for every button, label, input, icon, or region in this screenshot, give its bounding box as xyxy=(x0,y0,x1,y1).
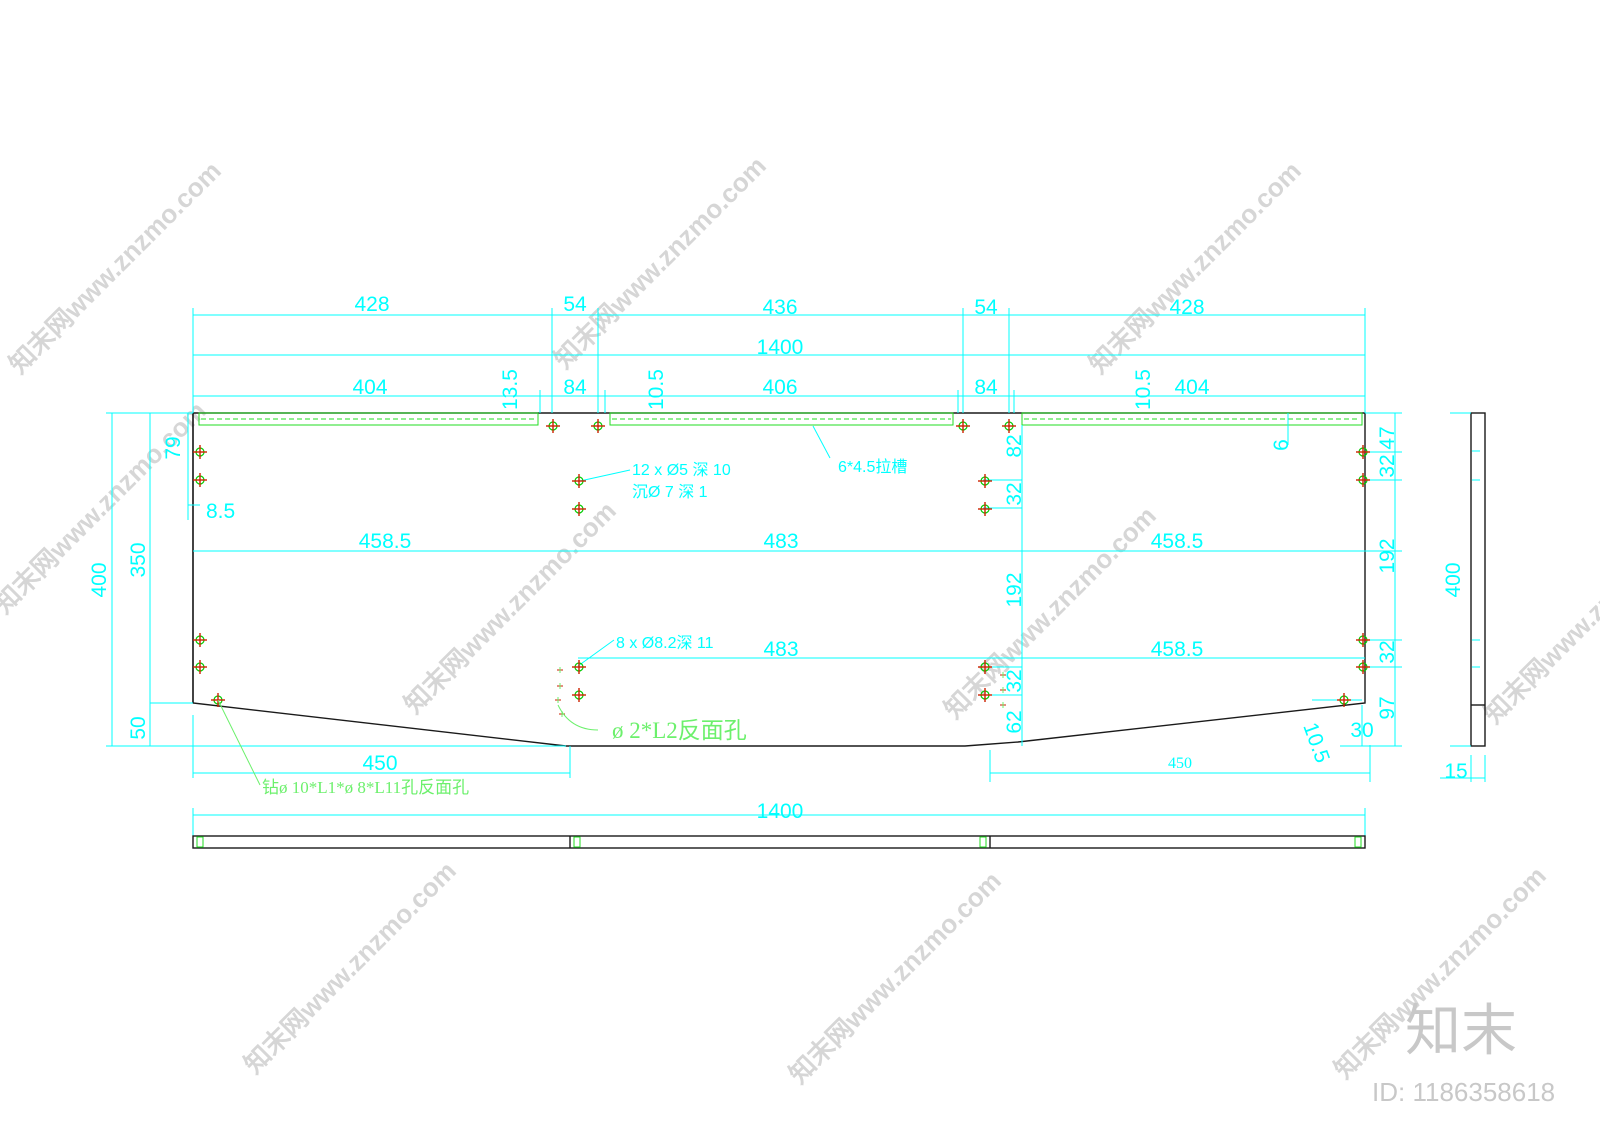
dim-right-192: 192 xyxy=(1376,538,1399,573)
watermark-layer: 知末网www.znzmo.com 知末网www.znzmo.com 知末网www… xyxy=(0,150,1600,1089)
side-view-thickness: 15 xyxy=(1444,760,1467,783)
small-back-hole xyxy=(557,683,563,689)
drill-hole xyxy=(1002,419,1016,433)
drill-hole xyxy=(193,445,207,459)
dim-10-5-bottom: 10.5 xyxy=(1298,720,1334,766)
small-back-hole xyxy=(1000,702,1006,708)
drill-hole xyxy=(1356,660,1370,674)
panel-outline xyxy=(192,412,1366,747)
dim-top-404-right: 404 xyxy=(1174,376,1209,399)
dim-483-upper: 483 xyxy=(763,530,798,553)
dim-right-47: 47 xyxy=(1376,426,1399,449)
drill-hole xyxy=(193,660,207,674)
dim-32-mid-upper: 32 xyxy=(1003,482,1026,505)
dimension-text: 428 54 436 54 428 1400 404 84 406 84 404… xyxy=(88,293,1468,823)
drill-hole xyxy=(1356,445,1370,459)
drill-hole xyxy=(956,419,970,433)
drill-hole xyxy=(1356,633,1370,647)
dimension-lines xyxy=(106,308,1402,782)
dim-top-428-right: 428 xyxy=(1169,296,1204,319)
watermark-8: 知末网www.znzmo.com xyxy=(238,855,462,1079)
slot-grooves xyxy=(198,412,1363,426)
small-back-hole xyxy=(1000,672,1006,678)
watermark-7: 知末网www.znzmo.com xyxy=(1478,505,1600,729)
brand-mark: 知末 ID: 1186358618 xyxy=(1372,999,1555,1107)
dim-bottom-1400: 1400 xyxy=(757,800,804,823)
dim-right-97: 97 xyxy=(1376,696,1399,719)
dim-483-lower: 483 xyxy=(763,638,798,661)
drill-hole xyxy=(572,502,586,516)
brand-id: ID: 1186358618 xyxy=(1372,1077,1555,1107)
small-back-hole xyxy=(557,667,563,673)
dim-458-5-left: 458.5 xyxy=(359,530,412,553)
dim-top-404-left: 404 xyxy=(352,376,387,399)
small-back-hole xyxy=(555,697,561,703)
note-holes-12: 12 x Ø5 深 10 xyxy=(632,461,731,479)
small-back-hole xyxy=(1000,687,1006,693)
dim-10-5-right: 10.5 xyxy=(1132,369,1155,410)
dim-top-84-left: 84 xyxy=(563,376,587,399)
dim-30: 30 xyxy=(1350,719,1373,742)
dim-32-mid-lower: 32 xyxy=(1003,669,1026,692)
note-holes-8: 8 x Ø8.2深 11 xyxy=(616,634,714,652)
drill-hole xyxy=(978,502,992,516)
drill-hole xyxy=(572,660,586,674)
note-back-hole: ø 2*L2反面孔 xyxy=(612,718,747,743)
dim-left-79: 79 xyxy=(162,436,185,459)
side-view-height: 400 xyxy=(1442,562,1465,597)
watermark-9: 知末网www.znzmo.com xyxy=(783,865,1007,1089)
dim-6: 6 xyxy=(1270,439,1293,451)
dim-62: 62 xyxy=(1003,710,1026,733)
dim-top-436: 436 xyxy=(762,296,797,319)
drill-holes xyxy=(193,419,1370,717)
side-view xyxy=(1440,412,1486,782)
dim-top-1400: 1400 xyxy=(757,336,804,359)
dim-10-5-mid: 10.5 xyxy=(645,369,668,410)
bottom-strip-view xyxy=(192,808,1366,849)
dim-top-406: 406 xyxy=(762,376,797,399)
drill-hole xyxy=(1356,473,1370,487)
watermark-2: 知末网www.znzmo.com xyxy=(548,150,772,374)
watermark-5: 知末网www.znzmo.com xyxy=(398,495,622,719)
dim-top-54-left: 54 xyxy=(563,293,587,316)
drill-hole xyxy=(193,473,207,487)
dim-82: 82 xyxy=(1003,434,1026,457)
dim-458-5-right: 458.5 xyxy=(1151,530,1204,553)
dim-bottom-450-left: 450 xyxy=(362,752,397,775)
dim-left-50: 50 xyxy=(127,716,150,739)
dim-13-5: 13.5 xyxy=(499,369,522,410)
drill-hole xyxy=(978,688,992,702)
drill-hole xyxy=(572,474,586,488)
dim-top-84-right: 84 xyxy=(974,376,998,399)
dim-left-400: 400 xyxy=(88,562,111,597)
note-drill: 钻ø 10*L1*ø 8*L11孔反面孔 xyxy=(262,778,469,797)
drill-hole xyxy=(193,633,207,647)
annotations: 12 x Ø5 深 10 沉Ø 7 深 1 6*4.5拉槽 8 x Ø8.2深 … xyxy=(217,458,907,797)
note-slot: 6*4.5拉槽 xyxy=(838,458,907,476)
dim-right-32-lower: 32 xyxy=(1376,640,1399,663)
drill-hole xyxy=(1337,693,1351,707)
drill-hole xyxy=(591,419,605,433)
dim-458-5-lower: 458.5 xyxy=(1151,638,1204,661)
dim-top-428-left: 428 xyxy=(354,293,389,316)
dim-right-32-upper: 32 xyxy=(1376,454,1399,477)
dim-top-54-right: 54 xyxy=(974,296,998,319)
dim-8-5: 8.5 xyxy=(206,500,235,523)
drill-hole xyxy=(546,419,560,433)
dim-left-350: 350 xyxy=(127,542,150,577)
drill-hole xyxy=(572,688,586,702)
dim-192-mid: 192 xyxy=(1003,572,1026,607)
watermark-3: 知末网www.znzmo.com xyxy=(1083,155,1307,379)
drill-hole xyxy=(978,660,992,674)
brand-logo: 知末 xyxy=(1405,999,1517,1064)
dim-bottom-450-right: 450 xyxy=(1168,755,1192,772)
drill-hole xyxy=(978,474,992,488)
watermark-6: 知末网www.znzmo.com xyxy=(938,500,1162,724)
note-holes-12-countersink: 沉Ø 7 深 1 xyxy=(632,483,708,501)
